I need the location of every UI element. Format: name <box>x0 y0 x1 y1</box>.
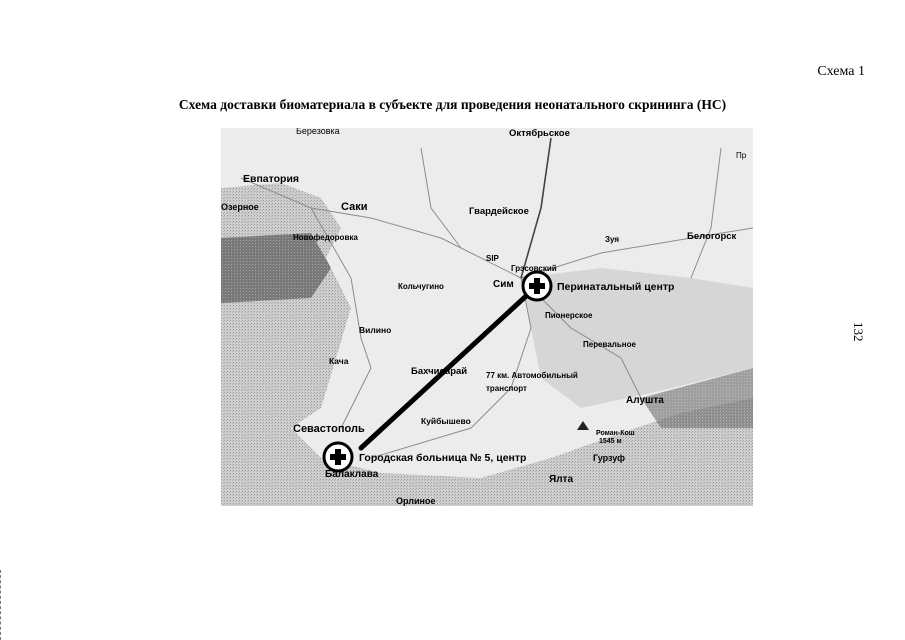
label-romankosh-height: 1545 м <box>599 438 622 445</box>
label-kolchugino: Кольчугино <box>398 282 444 291</box>
label-saki: Саки <box>341 201 367 213</box>
label-hospital: Городская больница № 5, центр <box>359 452 526 464</box>
label-sevastopol: Севастополь <box>293 423 365 435</box>
sea-south-dark <box>641 368 753 428</box>
label-zuya: Зуя <box>605 235 619 244</box>
label-novofedorovka: Новофедоровка <box>293 233 358 242</box>
label-gresovsky: Грэсовский <box>511 264 557 273</box>
label-sip: SIP <box>486 254 500 263</box>
main-road <box>520 137 552 279</box>
label-yalta: Ялта <box>549 474 573 485</box>
scan-edge-marks <box>0 570 4 640</box>
label-vilino: Вилино <box>359 325 391 335</box>
route-label-line1: 77 км. Автомобильный <box>486 371 578 380</box>
label-alushta: Алушта <box>626 395 664 406</box>
map-panel[interactable]: Березовка Октябрьское Пр Евпатория Озерн… <box>221 128 753 506</box>
route-annotation: 77 км. Автомобильный транспорт <box>486 371 578 393</box>
label-berezovka: Березовка <box>296 128 340 136</box>
label-bakhchisaray: Бахчисарай <box>411 366 467 377</box>
label-perevalnoe: Перевальное <box>583 340 637 349</box>
label-belogorsk: Белогорск <box>687 231 737 242</box>
label-kacha: Кача <box>329 356 349 366</box>
sea-south <box>221 398 753 506</box>
place-labels: Березовка Октябрьское Пр Евпатория Озерн… <box>221 128 747 506</box>
scheme-number: Схема 1 <box>817 64 865 79</box>
mountain-peak-icon <box>577 421 589 430</box>
label-balaklava: Балаклава <box>325 469 379 480</box>
label-evpatoria: Евпатория <box>243 173 299 185</box>
sea-dark-band <box>221 233 331 303</box>
label-simferopol: Сим <box>493 279 514 290</box>
label-pr: Пр <box>736 151 747 160</box>
label-ozernoe: Озерное <box>221 202 259 212</box>
label-perinatal-center: Перинатальный центр <box>557 281 674 293</box>
perinatal-center-marker[interactable]: Перинатальный центр <box>521 270 674 302</box>
label-orlinoe: Орлиное <box>396 496 435 506</box>
page-number: 132 <box>851 322 866 342</box>
mountain-shading <box>521 268 753 408</box>
label-gvardeyskoe: Гвардейское <box>469 206 529 217</box>
label-oktyabrskoe: Октябрьское <box>509 128 570 139</box>
medical-cross-icon-bar <box>330 454 346 460</box>
label-romankosh: Роман-Кош <box>596 430 635 437</box>
label-kuibyshevo: Куйбышево <box>421 416 471 426</box>
label-gurzuf: Гурзуф <box>593 453 625 463</box>
hospital-marker[interactable]: Городская больница № 5, центр <box>322 441 526 473</box>
label-pionerskoe: Пионерское <box>545 311 593 320</box>
route-line <box>358 283 540 451</box>
medical-cross-icon-bar <box>529 283 545 289</box>
document-title: Схема доставки биоматериала в субъекте д… <box>178 97 727 112</box>
map-canvas: Березовка Октябрьское Пр Евпатория Озерн… <box>221 128 753 506</box>
route-label-line2: транспорт <box>486 384 527 393</box>
